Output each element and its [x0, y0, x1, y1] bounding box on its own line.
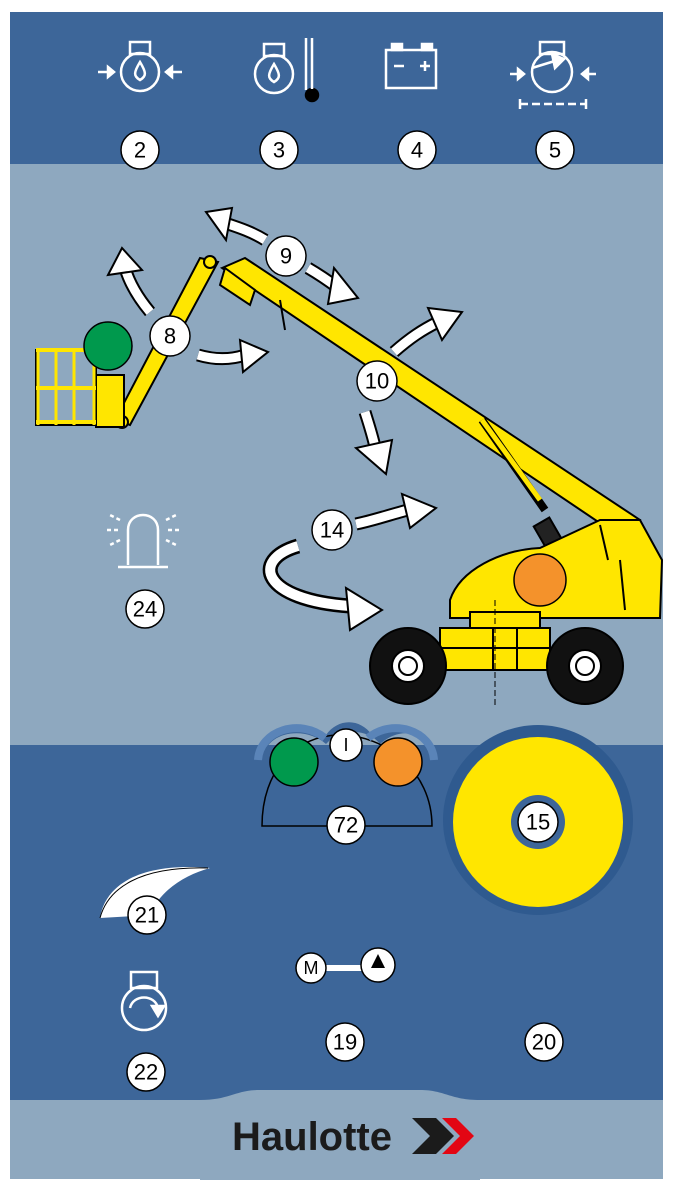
indicator-4-badge: 4 — [397, 130, 437, 170]
indicator-4-label: 4 — [411, 138, 423, 163]
boom-lift-control-label: 10 — [365, 369, 389, 394]
pump-motor-letter: M — [304, 958, 319, 978]
boom-lift-machine-illustration — [35, 255, 664, 705]
boom-lift-motion-arrows — [353, 306, 464, 476]
haulotte-logo: Haulotte — [232, 1115, 474, 1159]
starter-badge: 22 — [126, 1052, 166, 1092]
indicator-3-badge: 3 — [259, 130, 299, 170]
emergency-pump-label: 19 — [333, 1030, 357, 1055]
telescope-motion-arrows — [204, 206, 360, 306]
indicator-2-label: 2 — [134, 138, 146, 163]
beacon-label: 24 — [133, 597, 157, 622]
boom-lift-control-badge: 10 — [356, 360, 398, 402]
telescope-control-label: 9 — [280, 244, 292, 269]
slot-20-label: 20 — [532, 1030, 556, 1055]
coolant-temperature-icon — [253, 38, 320, 103]
selector-label: 72 — [334, 813, 358, 838]
emergency-pump-badge: 19 — [325, 1022, 365, 1062]
selector-switch[interactable]: I 72 — [254, 722, 438, 845]
indicator-5-label: 5 — [549, 138, 561, 163]
beacon-badge: 24 — [125, 589, 165, 629]
emergency-pump-icon: M — [295, 947, 396, 984]
slew-control-label: 14 — [320, 518, 344, 543]
jib-control-badge: 8 — [149, 315, 191, 357]
emergency-stop-label: 15 — [526, 810, 550, 835]
telescope-control-badge: 9 — [265, 235, 307, 277]
jib-control-label: 8 — [164, 324, 176, 349]
jib-motion-arrows — [106, 246, 270, 374]
slew-control-badge: 14 — [311, 509, 353, 551]
beacon-icon — [104, 512, 182, 569]
selector-orange-lamp — [373, 737, 423, 787]
brand-name: Haulotte — [232, 1115, 392, 1159]
throttle-icon — [99, 867, 210, 919]
selector-center-label: I — [343, 735, 348, 755]
emergency-stop-button[interactable]: 15 — [443, 725, 633, 915]
indicator-2-badge: 2 — [120, 130, 160, 170]
indicator-5-badge: 5 — [535, 130, 575, 170]
throttle-badge: 21 — [127, 895, 167, 935]
throttle-label: 21 — [135, 903, 159, 928]
oil-pressure-icon — [98, 40, 182, 93]
battery-icon — [384, 42, 438, 90]
slot-20-badge: 20 — [524, 1022, 564, 1062]
logo-tab — [200, 1090, 480, 1180]
air-filter-icon — [510, 40, 596, 109]
starter-label: 22 — [134, 1060, 158, 1085]
slew-motion-arrows — [262, 492, 438, 632]
starter-icon — [120, 970, 168, 1032]
indicator-3-label: 3 — [273, 138, 285, 163]
selector-green-lamp — [269, 737, 319, 787]
